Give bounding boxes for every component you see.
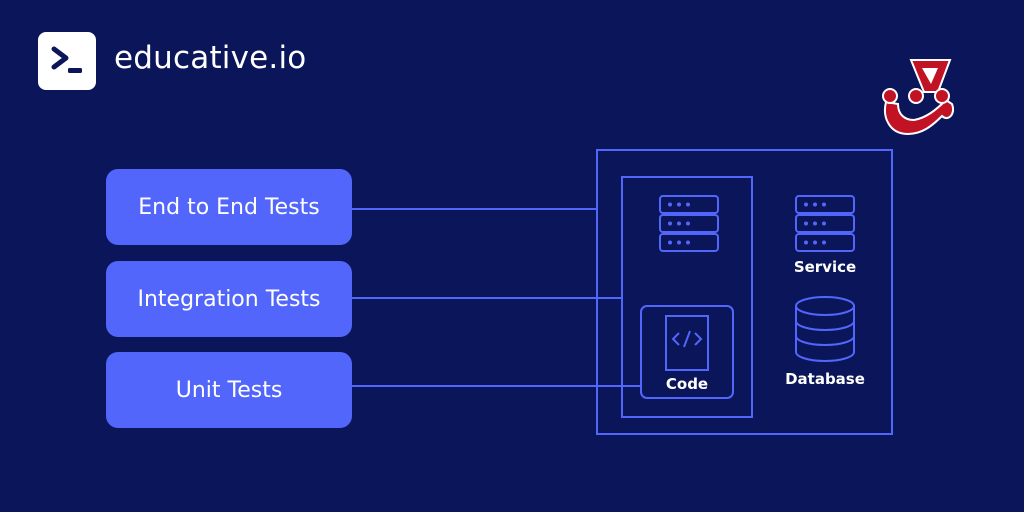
jest-logo-icon <box>882 59 954 136</box>
brand-name: educative.io <box>114 40 307 76</box>
unit-tests-pill: Unit Tests <box>106 352 352 428</box>
database-icon <box>795 296 855 362</box>
integration-tests-pill: Integration Tests <box>106 261 352 337</box>
educative-logo <box>38 32 96 90</box>
terminal-prompt-icon <box>51 46 82 73</box>
service-label: Service <box>793 258 857 276</box>
system-box <box>596 149 893 435</box>
end-to-end-tests-pill: End to End Tests <box>106 169 352 245</box>
database-label: Database <box>785 370 865 388</box>
code-label: Code <box>665 375 709 393</box>
code-box <box>640 305 734 399</box>
server-icon <box>795 195 855 252</box>
server-icon <box>659 195 719 252</box>
service-box <box>621 176 753 418</box>
code-file-icon <box>665 315 709 371</box>
